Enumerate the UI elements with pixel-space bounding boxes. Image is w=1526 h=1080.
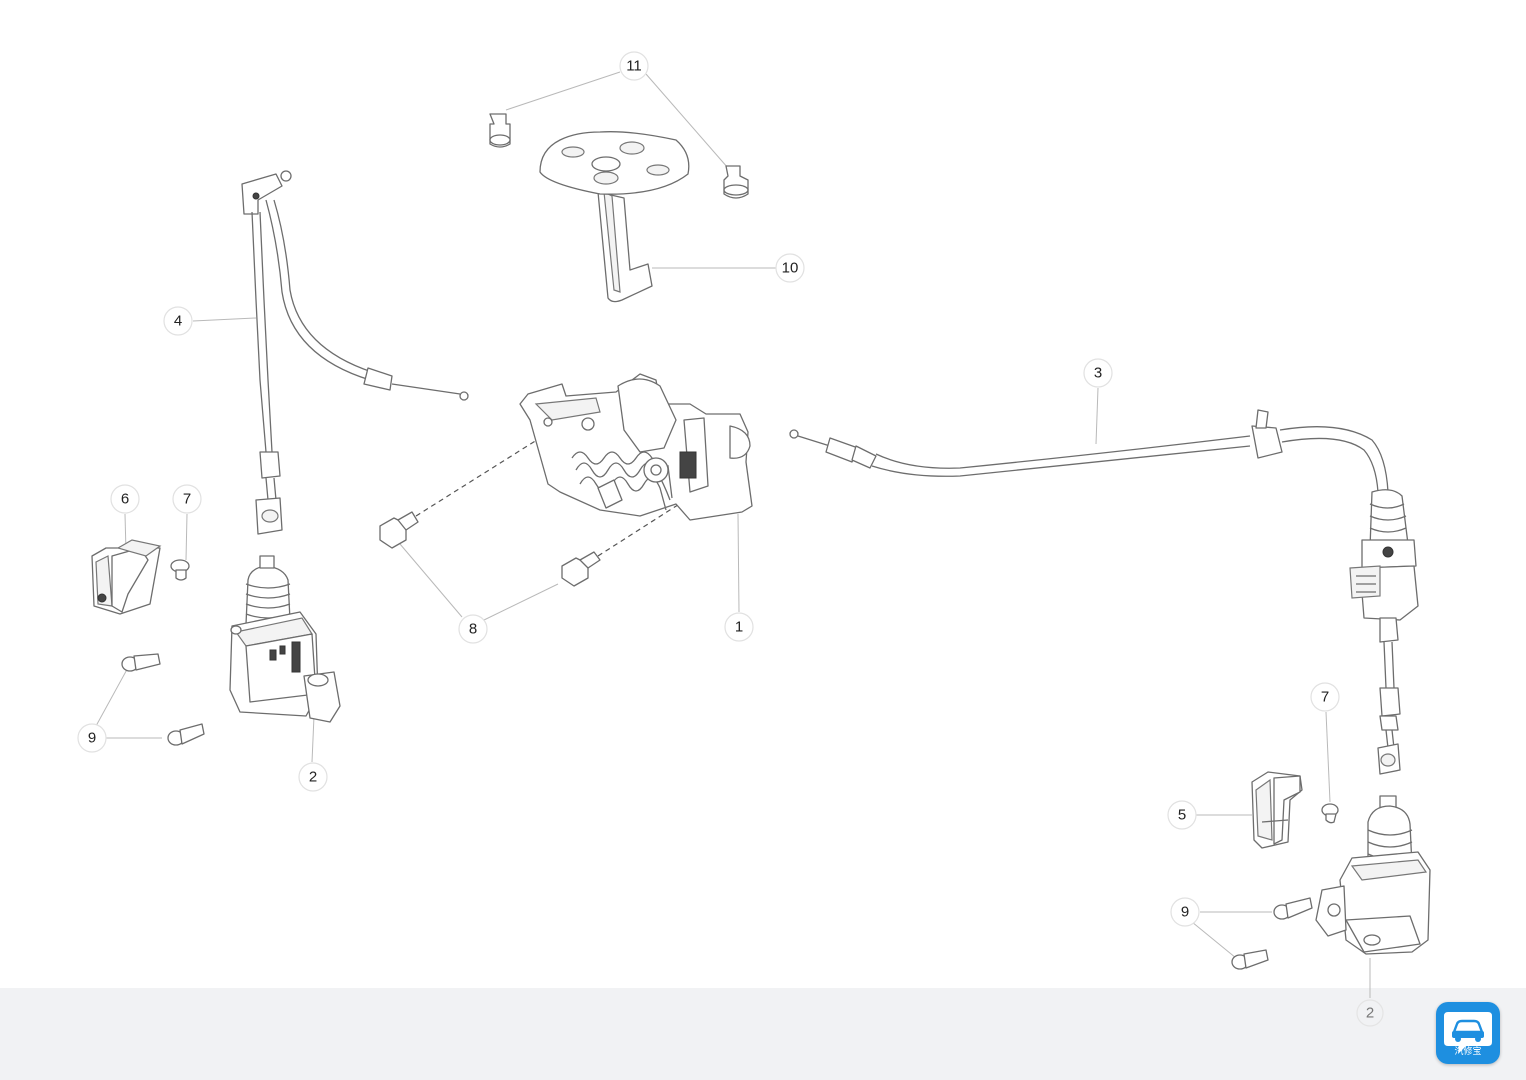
callout-7-right: 7 (1310, 682, 1340, 712)
release-cable-left (241, 170, 469, 535)
hood-latch (519, 373, 753, 521)
callout-2-right-label: 2 (1366, 1005, 1374, 1022)
release-cable-right (789, 409, 1419, 775)
callout-9-left: 9 (77, 723, 107, 753)
callout-3: 3 (1083, 358, 1113, 388)
screw-small-right (1321, 803, 1339, 824)
callout-8-label: 8 (469, 621, 477, 638)
callout-2-right: 2 (1356, 999, 1384, 1027)
callout-7-left: 7 (172, 484, 202, 514)
callout-4-label: 4 (174, 313, 182, 330)
callout-7-left-label: 7 (183, 491, 191, 508)
rivet-left (489, 113, 511, 148)
bottom-band (0, 988, 1526, 1080)
actuator-right (1315, 795, 1431, 955)
screw-left-lower (167, 723, 205, 746)
rivet-right (723, 165, 749, 199)
app-badge[interactable]: 汽修宝 (1436, 1002, 1500, 1064)
callout-2-left: 2 (298, 762, 328, 792)
car-repair-icon (1444, 1012, 1492, 1054)
app-badge-label: 汽修宝 (1454, 1047, 1482, 1057)
callout-11-label: 11 (626, 58, 642, 75)
callout-2-left-label: 2 (309, 769, 317, 786)
callout-6: 6 (110, 484, 140, 514)
callout-3-label: 3 (1094, 365, 1102, 382)
callout-8: 8 (458, 614, 488, 644)
callout-9-left-label: 9 (88, 730, 96, 747)
callout-4: 4 (163, 306, 193, 336)
callout-11: 11 (619, 51, 649, 81)
callout-1-label: 1 (735, 619, 743, 636)
bracket-right (1251, 771, 1303, 849)
callout-9-right: 9 (1170, 897, 1200, 927)
screw-left-upper (121, 653, 161, 672)
actuator-left (229, 555, 341, 723)
bolt-upper (379, 437, 541, 549)
screw-right-upper (1273, 897, 1313, 920)
bracket-left (91, 539, 162, 615)
callout-6-label: 6 (121, 491, 129, 508)
callout-7-right-label: 7 (1321, 689, 1329, 706)
callout-10: 10 (775, 253, 805, 283)
callout-1: 1 (724, 612, 754, 642)
leader-lines (95, 71, 1371, 998)
striker-plate (539, 131, 690, 303)
callout-5-label: 5 (1178, 807, 1186, 824)
callout-5: 5 (1167, 800, 1197, 830)
screw-small-left (170, 559, 190, 581)
callout-10-label: 10 (782, 260, 799, 277)
screw-right-lower (1231, 949, 1269, 970)
callout-9-right-label: 9 (1181, 904, 1189, 921)
